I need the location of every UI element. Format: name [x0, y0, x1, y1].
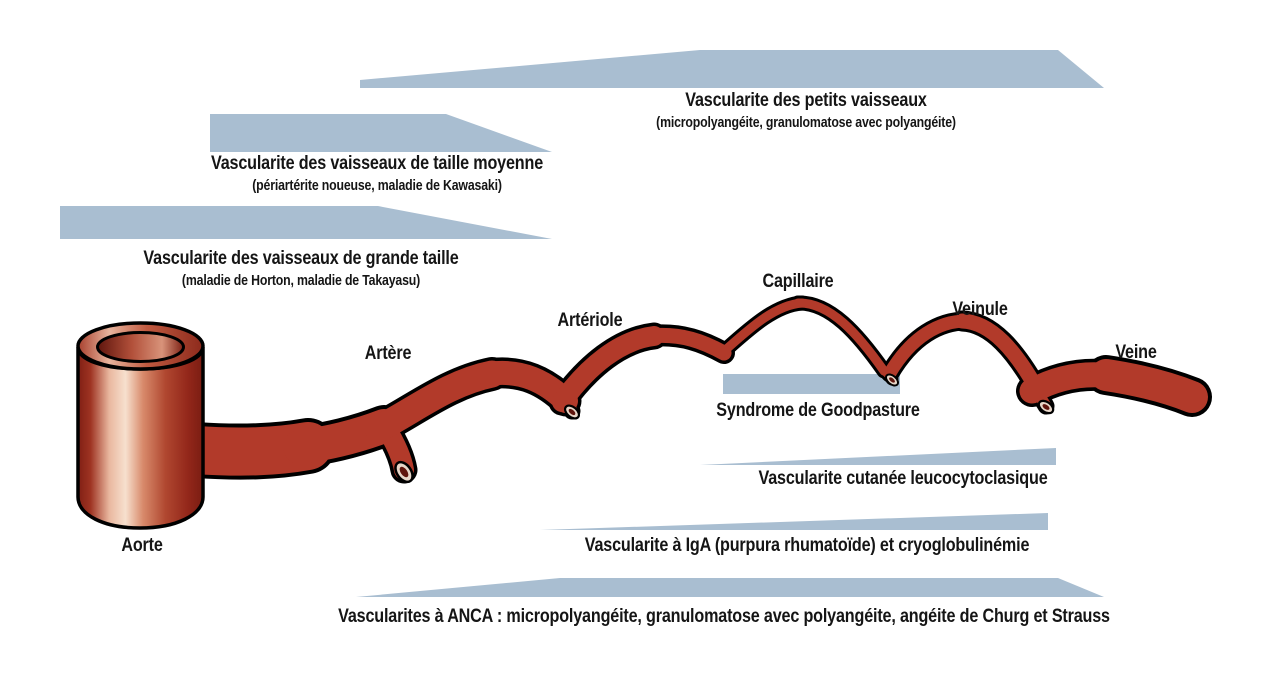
vessel-illustration: [76, 295, 1212, 530]
label-goodpasture: Syndrome de Goodpasture: [716, 400, 920, 421]
label-small-vessels-subtitle: (micropolyangéite, granulomatose avec po…: [656, 115, 956, 131]
label-vein: Veine: [1115, 342, 1157, 363]
label-arteriole: Artériole: [557, 310, 623, 331]
label-capillary: Capillaire: [762, 271, 834, 292]
band-medium-vessels: [210, 114, 552, 152]
label-medium-vessels-subtitle: (périartérite noueuse, maladie de Kawasa…: [252, 178, 502, 194]
aorta-lumen: [96, 331, 185, 363]
band-small-vessels: [360, 50, 1104, 88]
band-leukocytoclastic: [700, 448, 1056, 465]
vessel-fill: [172, 298, 1208, 480]
label-anca: Vascularites à ANCA : micropolyangéite, …: [338, 606, 1110, 627]
label-venule: Veinule: [952, 299, 1008, 320]
branch-opening-4-lumen: [1042, 404, 1050, 410]
band-anca: [356, 578, 1104, 597]
band-shapes: [60, 50, 1104, 597]
label-large-vessels-subtitle: (maladie de Horton, maladie de Takayasu): [181, 273, 421, 289]
band-iga: [540, 513, 1048, 530]
branch-openings: [394, 373, 1055, 484]
branch-opening-1-lumen: [399, 466, 409, 478]
label-aorta: Aorte: [121, 535, 163, 556]
branch-opening-2-lumen: [568, 408, 576, 416]
label-large-vessels-title: Vascularite des vaisseaux de grande tail…: [143, 248, 459, 269]
aorta-body: [76, 346, 205, 530]
label-iga: Vascularite à IgA (purpura rhumatoïde) e…: [584, 535, 1030, 556]
band-goodpasture: [723, 374, 900, 394]
branch-opening-3-lumen: [889, 377, 895, 383]
aorta-shape: [76, 321, 205, 530]
label-leukocytoclastic: Vascularite cutanée leucocytoclasique: [758, 468, 1048, 489]
band-large-vessels: [60, 206, 552, 239]
label-artery: Artère: [364, 343, 412, 364]
label-small-vessels-title: Vascularite des petits vaisseaux: [685, 90, 927, 111]
label-medium-vessels-title: Vascularite des vaisseaux de taille moye…: [210, 153, 544, 174]
